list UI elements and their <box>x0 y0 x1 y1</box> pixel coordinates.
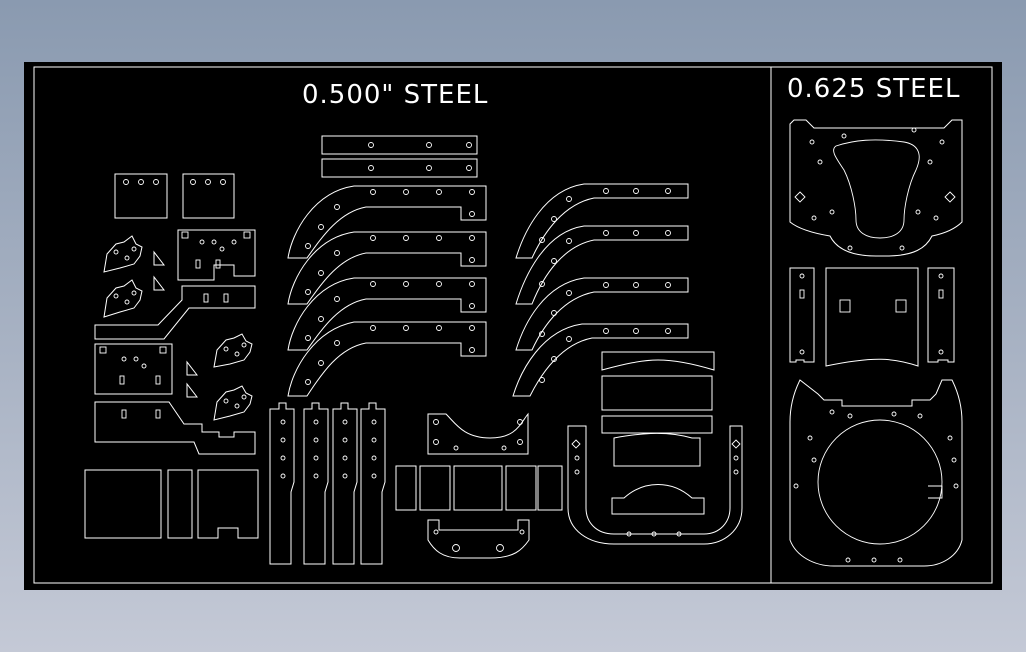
square-plate-part <box>84 469 162 539</box>
curved-spacer-part <box>601 351 715 515</box>
curved-arm-part <box>515 277 689 351</box>
curved-arm-part <box>287 185 487 259</box>
small-plate-part <box>182 173 235 219</box>
right-section-parts <box>789 119 963 567</box>
sheet-border <box>33 66 993 584</box>
curved-arm-part <box>287 277 487 351</box>
small-plate-part <box>114 173 168 219</box>
section-title-five-eighths-steel: 0.625 STEEL <box>787 74 961 104</box>
saddle-plate-part <box>427 412 529 455</box>
long-bracket-part <box>94 285 256 340</box>
curved-arm-part <box>287 321 487 397</box>
curved-arm-part <box>287 231 487 305</box>
base-plate-part <box>789 379 963 567</box>
bracket-part <box>94 343 173 395</box>
drawing-sheet: 0.500" STEEL 0.625 STEEL <box>24 62 1002 590</box>
curved-arm-part <box>515 225 689 305</box>
top-plate-part <box>789 119 963 257</box>
narrow-plate-part <box>167 469 193 539</box>
left-section-parts <box>84 135 743 565</box>
side-rail-part <box>789 267 955 363</box>
section-title-half-inch-steel: 0.500" STEEL <box>302 80 489 110</box>
curved-arm-part <box>515 183 689 259</box>
vertical-rail-part <box>269 402 386 565</box>
notched-plate-part <box>197 469 259 539</box>
straight-bar-part <box>321 135 478 155</box>
cad-drawing-canvas <box>33 66 993 584</box>
straight-bar-part <box>321 158 478 178</box>
center-panel-part <box>825 267 919 367</box>
curved-arm-part <box>512 323 689 397</box>
block-row-part <box>395 465 563 511</box>
bracket-part <box>177 229 256 281</box>
long-bracket-part <box>94 401 256 455</box>
gusset-part <box>103 235 253 421</box>
u-frame-part <box>567 425 743 545</box>
saddle-plate-part <box>427 519 530 559</box>
